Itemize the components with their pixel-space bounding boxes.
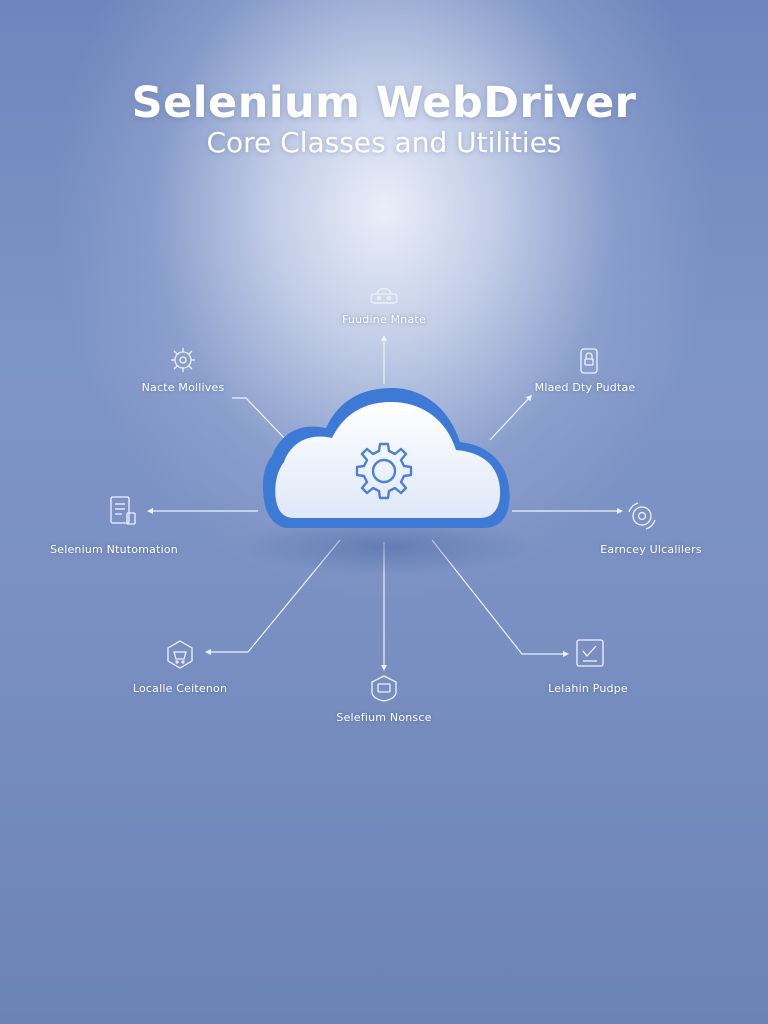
node-label-upper-right: Mlaed Dty Pudtae [534,381,636,394]
connector-lower-left [205,539,341,655]
gear-cycle-icon [628,502,656,530]
node-label-lower-left: Localle Ceitenon [132,682,228,695]
node-label-left: Selenium Ntutomation [50,543,178,556]
node-label-top: Fuudine Mnate [342,313,426,326]
diagram-title: Selenium WebDriver [131,78,637,128]
document-icon [110,496,136,525]
diagram-subtitle: Core Classes and Utilities [206,126,562,159]
gear-icon [355,442,413,500]
connector-upper-right [489,394,533,441]
node-label-right: Earncey Ulcalilers [600,543,702,556]
cube-cart-icon [167,640,193,669]
node-label-bottom: Selefium Nonsce [336,711,432,724]
gamepad-icon [370,288,398,304]
mobile-lock-icon [580,348,598,374]
connector-upper-left [232,397,287,441]
node-label-lower-right: Lelahin Pudpe [548,682,628,695]
board-check-icon [576,639,604,667]
shield-card-icon [371,675,397,702]
gear-network-icon [171,348,195,372]
connector-lines [147,335,623,671]
node-label-upper-left: Nacte Mollives [141,381,225,394]
cloud-icon [236,388,536,576]
connector-lower-right [431,539,569,657]
